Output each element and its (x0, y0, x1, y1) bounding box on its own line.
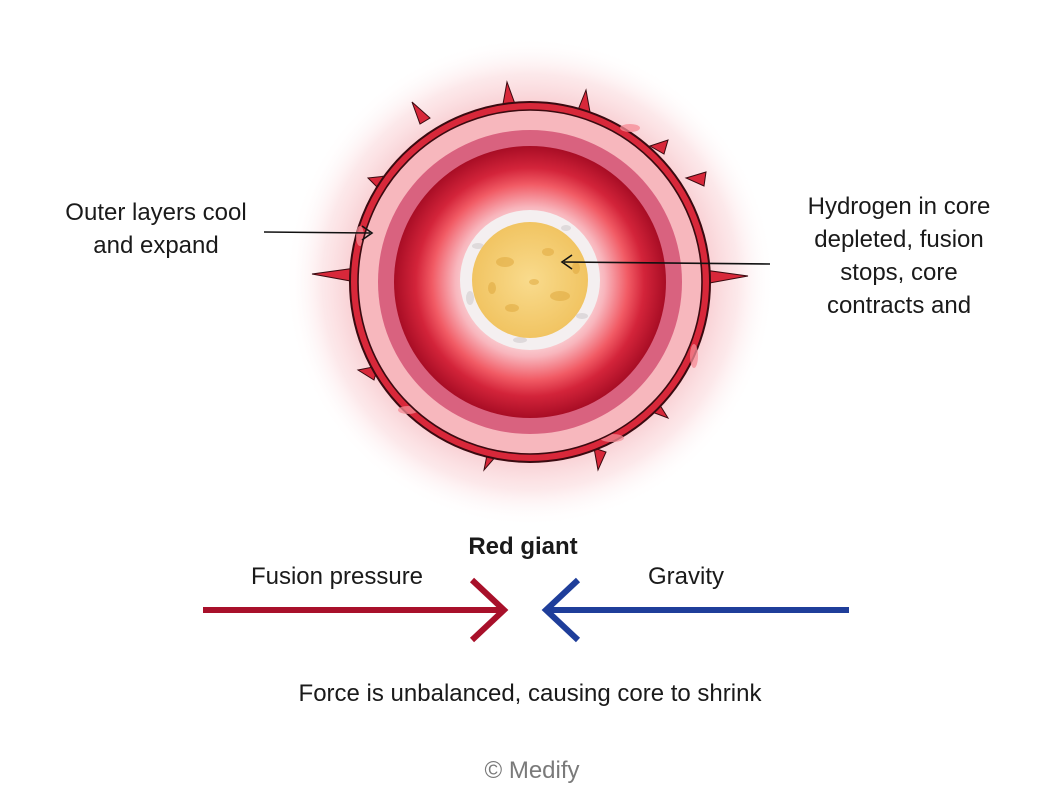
outer-layers-label-line-2: and expand (93, 232, 219, 259)
fusion-pressure-arrow (203, 577, 509, 643)
copyright-notice: © Medify (484, 757, 580, 784)
core-label: Hydrogen in core depleted, fusion stops,… (776, 190, 1022, 322)
core-label-line-1: Hydrogen in core (807, 193, 991, 220)
outer-layers-label-line-1: Outer layers cool (65, 199, 247, 226)
core-texture (488, 248, 580, 312)
diagram-title: Red giant (468, 533, 578, 560)
caption: Force is unbalanced, causing core to shr… (298, 680, 762, 707)
halo-texture (466, 225, 588, 343)
core-pointer (560, 254, 771, 270)
core-label-line-3: stops, core (840, 259, 958, 286)
core-label-line-4: contracts and (826, 292, 972, 319)
outer-layers-label: Outer layers cool and expand (38, 196, 274, 262)
gravity-arrow (541, 577, 849, 643)
star-core (472, 222, 588, 338)
outer-layer-pointer (263, 225, 374, 241)
fusion-pressure-label: Fusion pressure (250, 563, 424, 590)
core-label-line-2: depleted, fusion (814, 226, 984, 253)
gravity-label: Gravity (647, 563, 724, 590)
